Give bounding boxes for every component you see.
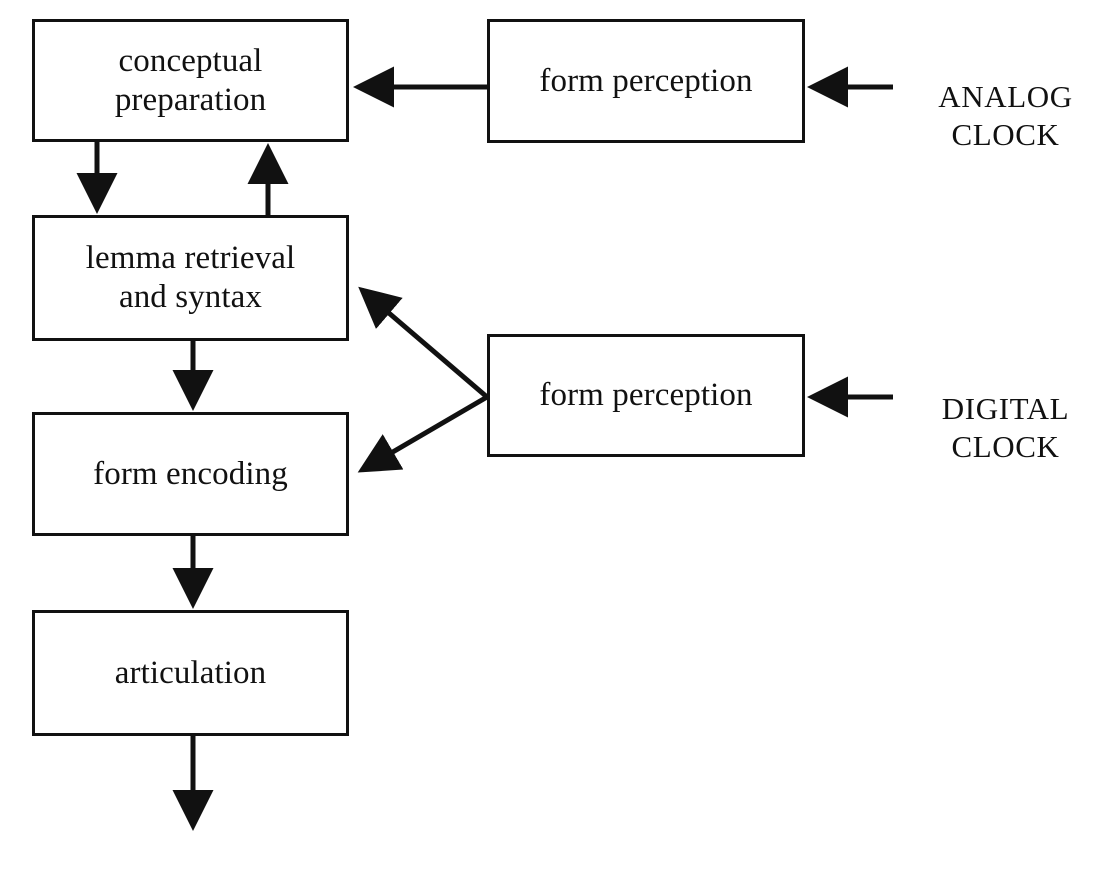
node-lemma-retrieval-and-syntax-label: lemma retrieval and syntax <box>85 240 296 315</box>
node-lemma-retrieval-and-syntax[interactable]: lemma retrieval and syntax <box>32 215 349 341</box>
node-form-perception-analog-label: form perception <box>539 62 753 99</box>
node-conceptual-preparation-label: conceptual preparation <box>114 42 267 118</box>
node-form-perception-analog[interactable]: form perception <box>487 19 805 143</box>
node-conceptual-preparation[interactable]: conceptual preparation <box>32 19 349 142</box>
io-label-digital-clock-text: DIGITAL CLOCK <box>941 390 1070 464</box>
io-label-digital-clock: DIGITAL CLOCK <box>918 352 1093 465</box>
io-label-analog-clock-text: ANALOG CLOCK <box>938 78 1073 152</box>
io-label-analog-clock: ANALOG CLOCK <box>918 40 1093 153</box>
edge-form-perception-digital-to-form-encoding <box>357 394 489 473</box>
node-form-encoding[interactable]: form encoding <box>32 412 349 536</box>
io-label-overt-speech: OVERT SPEECH <box>42 843 442 888</box>
node-articulation-label: articulation <box>114 654 267 691</box>
node-form-encoding-label: form encoding <box>93 455 288 492</box>
io-label-overt-speech-text: OVERT SPEECH <box>42 882 273 888</box>
edge-form-perception-digital-to-lemma <box>358 286 489 399</box>
node-form-perception-digital-label: form perception <box>539 377 753 414</box>
node-form-perception-digital[interactable]: form perception <box>487 334 805 457</box>
node-articulation[interactable]: articulation <box>32 610 349 736</box>
